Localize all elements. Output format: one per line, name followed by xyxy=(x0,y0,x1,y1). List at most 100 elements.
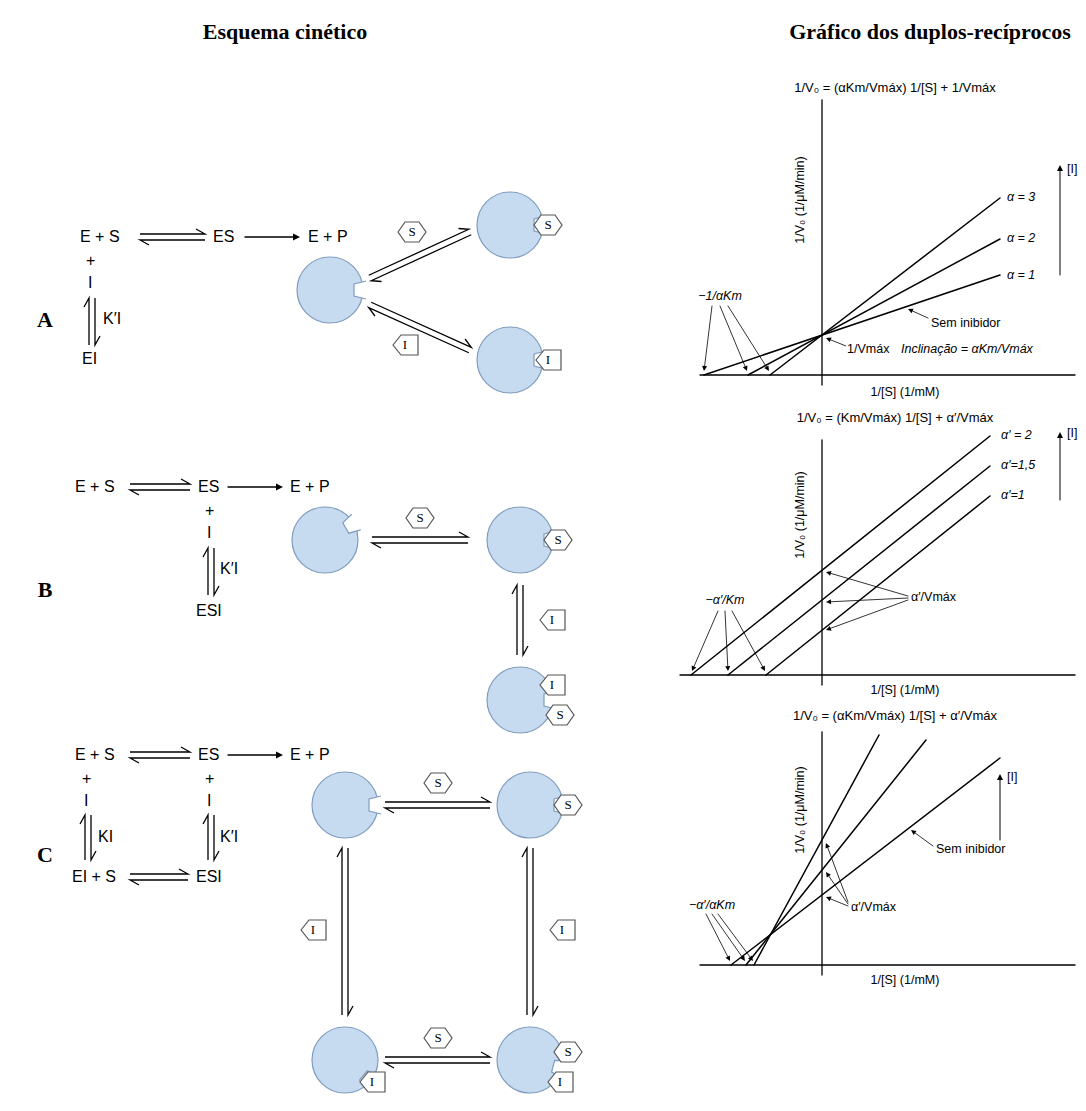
graph-label: Sem inibidor xyxy=(930,316,1001,330)
leader-arrow xyxy=(694,611,718,666)
scheme-label: K′I xyxy=(220,828,238,846)
inhibitor-token: I xyxy=(539,609,566,631)
inhibitor-token: I xyxy=(392,334,419,356)
graph-label: α = 1 xyxy=(1006,268,1036,282)
graph-label: 1/V₀ (1/μM/min) xyxy=(793,155,807,244)
scheme-label: I xyxy=(88,274,92,292)
graph-label: −1/αKm xyxy=(697,289,743,303)
graph-label: 1/[S] (1/mM) xyxy=(870,385,941,399)
token-shape xyxy=(393,335,418,355)
increase-arrow xyxy=(1060,438,1061,500)
equilibrium-arrow xyxy=(523,585,528,655)
leader-arrow xyxy=(705,306,712,366)
equilibrium-arrow xyxy=(369,308,469,353)
substrate-token: S xyxy=(553,1041,583,1063)
equilibrium-arrow xyxy=(80,815,85,860)
leader-arrow xyxy=(828,848,848,902)
graph-label: α′/Vmáx xyxy=(910,590,957,604)
equilibrium-arrow xyxy=(371,302,471,347)
increase-arrow-head xyxy=(1057,432,1063,438)
equilibrium-arrow xyxy=(372,532,468,537)
row-letter: B xyxy=(38,577,53,602)
leader-arrow-head xyxy=(760,665,765,671)
token-shape xyxy=(554,795,582,815)
equilibrium-arrow xyxy=(522,848,527,1015)
leader-arrow xyxy=(913,311,928,318)
equilibrium-arrow xyxy=(371,235,471,282)
substrate-token: S xyxy=(423,772,453,794)
y-axis xyxy=(821,732,822,975)
equilibrium-arrow xyxy=(385,797,490,802)
column-heading: Gráfico dos duplos-recíprocos xyxy=(789,19,1071,44)
graph-label: 1/V₀ (1/μM/min) xyxy=(793,765,807,854)
equilibrium-arrow xyxy=(84,298,89,345)
enzyme xyxy=(477,327,543,393)
leader-arrow-head xyxy=(725,955,730,961)
token-shape xyxy=(550,920,575,940)
token-letter: S xyxy=(553,1044,583,1060)
graph-label: 1/[S] (1/mM) xyxy=(870,683,941,697)
scheme-label: K′I xyxy=(103,310,121,328)
scheme-label: + xyxy=(86,252,95,270)
scheme-label: + xyxy=(205,770,214,788)
equilibrium-arrow xyxy=(203,815,208,860)
inhibitor-token: I xyxy=(549,919,576,941)
reaction-arrow-head xyxy=(276,484,283,491)
equilibrium-arrow xyxy=(214,815,219,860)
equilibrium-arrow xyxy=(140,240,205,245)
enzyme xyxy=(312,772,378,838)
plot-line xyxy=(754,735,879,965)
token-shape xyxy=(548,1072,573,1092)
token-shape xyxy=(544,530,572,550)
token-letter: S xyxy=(533,217,563,233)
leader-arrow xyxy=(831,573,908,596)
token-shape xyxy=(424,1028,452,1048)
increase-arrow xyxy=(1000,780,1001,840)
token-letter: S xyxy=(543,532,573,548)
x-axis xyxy=(700,964,1075,965)
equilibrium-arrow xyxy=(130,758,190,763)
leader-arrow-head xyxy=(743,365,748,371)
token-letter: I xyxy=(549,922,576,938)
enzyme xyxy=(487,667,553,733)
x-axis xyxy=(700,374,1075,375)
graph-label: α′=1,5 xyxy=(1000,458,1036,472)
y-axis xyxy=(821,100,822,385)
equilibrium-arrow xyxy=(91,815,96,860)
token-letter: I xyxy=(535,352,562,368)
reaction-arrow-head xyxy=(293,234,300,241)
substrate-token: S xyxy=(533,214,563,236)
equilibrium-arrow xyxy=(130,869,188,874)
scheme-label: ES xyxy=(198,478,219,496)
scheme-label: EI + S xyxy=(72,868,116,886)
leader-arrow xyxy=(831,600,908,628)
token-letter: S xyxy=(423,775,453,791)
equilibrium-arrow xyxy=(130,490,190,495)
leader-arrow xyxy=(728,306,766,367)
leader-arrow-head xyxy=(725,666,730,671)
leader-arrow xyxy=(720,306,745,366)
graph-label: α = 3 xyxy=(1006,190,1036,204)
leader-arrow-head xyxy=(825,843,830,849)
token-shape xyxy=(301,920,326,940)
equation: 1/V₀ = (Km/Vmáx) 1/[S] + α′/Vmáx xyxy=(797,411,994,426)
inhibitor-token: I xyxy=(535,349,562,371)
equilibrium-arrow xyxy=(140,229,205,234)
row-letter: C xyxy=(37,842,53,867)
token-shape xyxy=(424,773,452,793)
equation: 1/V₀ = (αKm/Vmáx) 1/[S] + 1/Vmáx xyxy=(794,81,995,96)
token-shape xyxy=(536,350,561,370)
token-shape xyxy=(540,610,565,630)
token-shape xyxy=(398,222,426,242)
graph-label: [I] xyxy=(1006,770,1018,784)
leader-arrow-head xyxy=(826,626,832,631)
scheme-label: ES xyxy=(198,746,219,764)
equilibrium-arrow xyxy=(203,548,208,595)
token-letter: S xyxy=(545,707,575,723)
binding-site xyxy=(343,514,361,533)
substrate-token: S xyxy=(405,507,435,529)
graph-label: α = 2 xyxy=(1006,231,1036,245)
token-letter: I xyxy=(300,922,327,938)
